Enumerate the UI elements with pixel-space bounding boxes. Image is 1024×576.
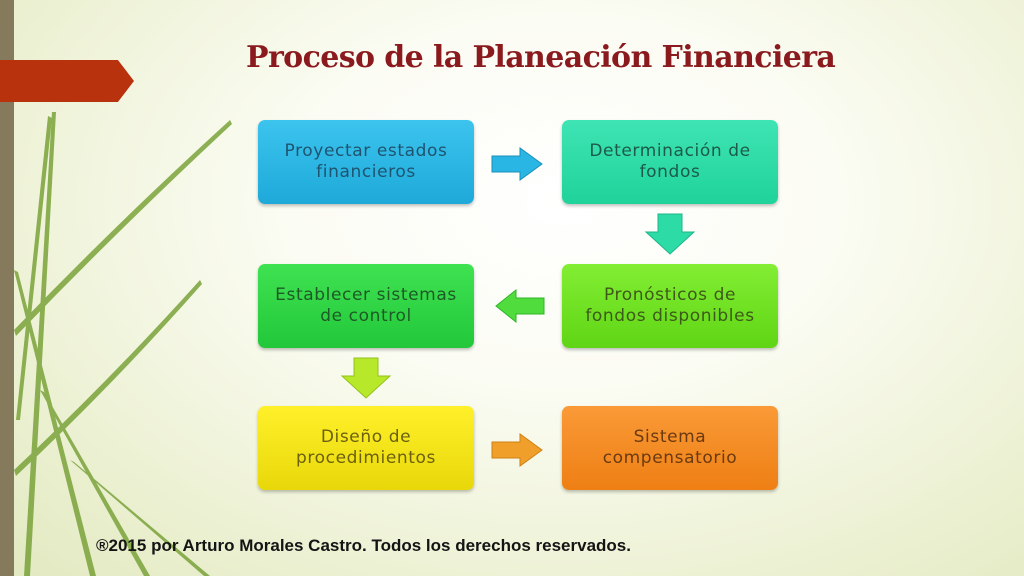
step-pronosticos-fondos: Pronósticos de fondos disponibles [562, 264, 778, 348]
step-diseno-procedimientos: Diseño de procedimientos [258, 406, 474, 490]
step-proyectar-estados: Proyectar estados financieros [258, 120, 474, 204]
arrow-left-icon [495, 288, 545, 324]
copyright-footer: ®2015 por Arturo Morales Castro. Todos l… [96, 536, 631, 555]
step-sistema-compensatorio: Sistema compensatorio [562, 406, 778, 490]
step-determinacion-fondos: Determinación de fondos [562, 120, 778, 204]
arrow-right-icon [491, 147, 543, 181]
decorative-leaf-lines [14, 112, 232, 576]
arrow-right-icon [491, 433, 543, 467]
arrow-down-icon [340, 357, 392, 399]
arrow-down-icon [644, 213, 696, 255]
step-establecer-sistemas: Establecer sistemas de control [258, 264, 474, 348]
title-accent-tab [0, 60, 134, 102]
page-title: Proceso de la Planeación Financiera [246, 40, 836, 75]
left-accent-bar [0, 0, 14, 576]
